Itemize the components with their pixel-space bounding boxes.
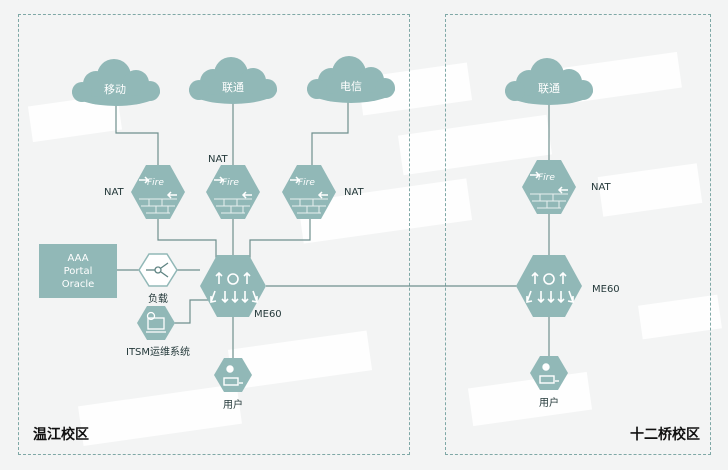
- core-label: ME60: [254, 309, 282, 320]
- campus-frame-shierqiao: 十二桥校区: [445, 14, 711, 455]
- aaa-portal-oracle-server: AAA Portal Oracle: [39, 244, 117, 298]
- itsm-label: ITSM运维系统: [126, 347, 191, 358]
- nat-label: NAT: [208, 154, 228, 165]
- core-router-icon: [515, 254, 583, 318]
- link-fw1-core: [157, 218, 217, 258]
- nat-label: NAT: [344, 187, 364, 198]
- campus-name-shierqiao: 十二桥校区: [630, 427, 700, 443]
- cloud-label-unicom: 联通: [222, 81, 244, 94]
- link-fw3-core: [249, 218, 311, 258]
- cloud-label-telecom: 电信: [340, 80, 362, 93]
- core-label: ME60: [592, 284, 620, 295]
- firewall-label: Fire: [538, 173, 555, 183]
- oracle-line: Oracle: [61, 278, 95, 290]
- user-terminal-icon: [213, 357, 253, 393]
- link-mobile-fw: [115, 98, 159, 165]
- core-router-icon: [199, 254, 267, 318]
- link-telecom-fw: [311, 95, 349, 165]
- firewall-label: Fire: [222, 178, 239, 188]
- user-label: 用户: [223, 400, 243, 411]
- user-label: 用户: [539, 398, 559, 409]
- cloud-label-mobile: 移动: [104, 83, 126, 96]
- firewall-label: Fire: [298, 178, 315, 188]
- load-balancer-icon: [138, 253, 178, 287]
- user-terminal-icon: [529, 355, 569, 391]
- firewall-label: Fire: [147, 178, 164, 188]
- cloud-label-unicom-right: 联通: [538, 82, 560, 95]
- campus-frame-wenjiang: 温江校区: [18, 14, 410, 455]
- portal-line: Portal: [63, 265, 93, 277]
- campus-name-wenjiang: 温江校区: [33, 427, 89, 443]
- load-balancer-label: 负载: [148, 294, 168, 305]
- itsm-server-icon: [137, 306, 175, 340]
- nat-label: NAT: [591, 182, 611, 193]
- link-itsm-core: [174, 299, 208, 324]
- aaa-line: AAA: [67, 252, 89, 264]
- nat-label: NAT: [104, 187, 124, 198]
